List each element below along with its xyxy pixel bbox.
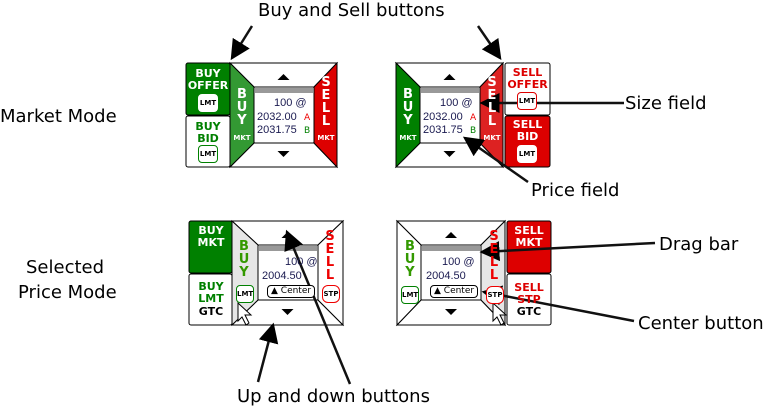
gtc-label-2: GTC <box>516 305 542 318</box>
arrow-sell-icon <box>476 25 502 61</box>
sell-stop-button[interactable]: S E L L <box>325 229 335 283</box>
sell-stp-button[interactable]: SELL STP <box>514 281 544 306</box>
down-arrow-icon-4 <box>445 309 457 315</box>
size-field-3[interactable]: 100 @ <box>285 256 318 268</box>
arrow-drag-bar-icon <box>479 241 656 262</box>
mouse-cursor-icon-2 <box>492 301 508 326</box>
ask-tag-2: A <box>470 113 477 123</box>
label-selected: Selected <box>26 257 105 278</box>
buy-mkt-label: MKT <box>233 134 251 142</box>
size-field-4[interactable]: 100 @ <box>442 256 475 268</box>
sell-bid-panel[interactable] <box>504 115 551 168</box>
buy-offer-lmt-chip[interactable]: LMT <box>198 94 218 112</box>
sell-bid-lmt-chip[interactable]: LMT <box>517 145 537 163</box>
up-arrow-icon-4 <box>445 232 457 238</box>
price-box-2 <box>419 86 481 144</box>
sell-offer-lmt-chip[interactable]: LMT <box>517 92 537 110</box>
label-size-field: Size field <box>625 93 707 114</box>
arrow-price-field-icon <box>462 136 529 184</box>
drag-bar-3[interactable] <box>259 246 317 251</box>
label-market-mode: Market Mode <box>0 106 117 127</box>
center-button-2[interactable]: ▲ Center <box>430 285 479 298</box>
buy-lmt-chip[interactable]: LMT <box>236 285 254 303</box>
bid-price-2: 2031.75 <box>423 124 463 136</box>
bid-tag: B <box>304 126 311 136</box>
selected-price: 2004.50 <box>262 270 302 282</box>
ask-price: 2032.00 <box>257 111 297 123</box>
arrow-center-button-icon <box>481 285 635 323</box>
drag-bar-4[interactable] <box>422 246 480 251</box>
selected-price-2: 2004.50 <box>426 270 466 282</box>
down-arrow-icon-3 <box>281 309 294 315</box>
bid-price: 2031.75 <box>257 124 297 136</box>
sell-stp-chip[interactable]: STP <box>322 285 340 303</box>
up-arrow-icon-2 <box>443 74 456 80</box>
sell-offer-button[interactable]: SELL OFFER <box>507 66 548 91</box>
sell-bid-button[interactable]: SELL BID <box>512 118 543 143</box>
ask-tag: A <box>304 113 311 123</box>
price-box-1 <box>253 86 315 144</box>
arrow-down-button-icon <box>256 322 279 383</box>
drag-bar-1[interactable] <box>255 88 313 93</box>
buy-market-button[interactable]: B U Y <box>236 87 248 128</box>
bid-tag-2: B <box>470 126 477 136</box>
center-button[interactable]: ▲ Center <box>267 285 316 298</box>
size-field-2[interactable]: 100 @ <box>440 97 473 109</box>
label-price-field: Price field <box>531 180 620 201</box>
ask-price-2: 2032.00 <box>423 111 463 123</box>
down-arrow-icon-2 <box>443 151 456 157</box>
buy-offer-button[interactable]: BUY OFFER <box>187 67 229 92</box>
buy-limit-button-2[interactable]: B U Y <box>404 239 416 280</box>
label-buy-sell-buttons: Buy and Sell buttons <box>258 0 445 21</box>
mouse-cursor-icon <box>237 301 253 326</box>
size-field[interactable]: 100 @ <box>274 97 307 109</box>
buy-bid-button[interactable]: BUY BID <box>195 120 221 145</box>
label-price-mode: Price Mode <box>18 282 117 303</box>
sell-mkt-button[interactable]: SELL MKT <box>514 224 544 249</box>
buy-mkt-label-2: MKT <box>399 134 417 142</box>
drag-bar-2[interactable] <box>421 88 479 93</box>
arrow-buy-icon <box>230 25 254 61</box>
label-drag-bar: Drag bar <box>659 234 739 255</box>
buy-market-button-2[interactable]: B U Y <box>402 87 414 128</box>
sell-market-button[interactable]: S E L L <box>321 75 331 129</box>
sell-market-button-2[interactable]: S E L L <box>487 75 497 129</box>
sell-mkt-label-2: MKT <box>483 134 501 142</box>
buy-lmt-chip-2[interactable]: LMT <box>401 286 419 304</box>
buy-bid-lmt-chip[interactable]: LMT <box>198 145 218 163</box>
label-up-down-buttons: Up and down buttons <box>237 386 430 407</box>
buy-limit-button[interactable]: B U Y <box>238 239 250 280</box>
label-center-button: Center button <box>638 313 764 334</box>
sell-stp-chip-2[interactable]: STP <box>486 286 504 304</box>
sell-mkt-panel[interactable] <box>506 220 552 274</box>
buy-lmt-button[interactable]: BUY LMT <box>198 280 224 305</box>
sell-mkt-label: MKT <box>317 134 335 142</box>
gtc-label: GTC <box>198 305 224 318</box>
buy-mkt-button[interactable]: BUY MKT <box>197 224 225 249</box>
arrow-up-button-icon <box>284 229 352 385</box>
sell-stop-button-2[interactable]: S E L L <box>489 229 499 283</box>
up-arrow-icon-1 <box>277 74 290 80</box>
down-arrow-icon-1 <box>277 151 290 157</box>
